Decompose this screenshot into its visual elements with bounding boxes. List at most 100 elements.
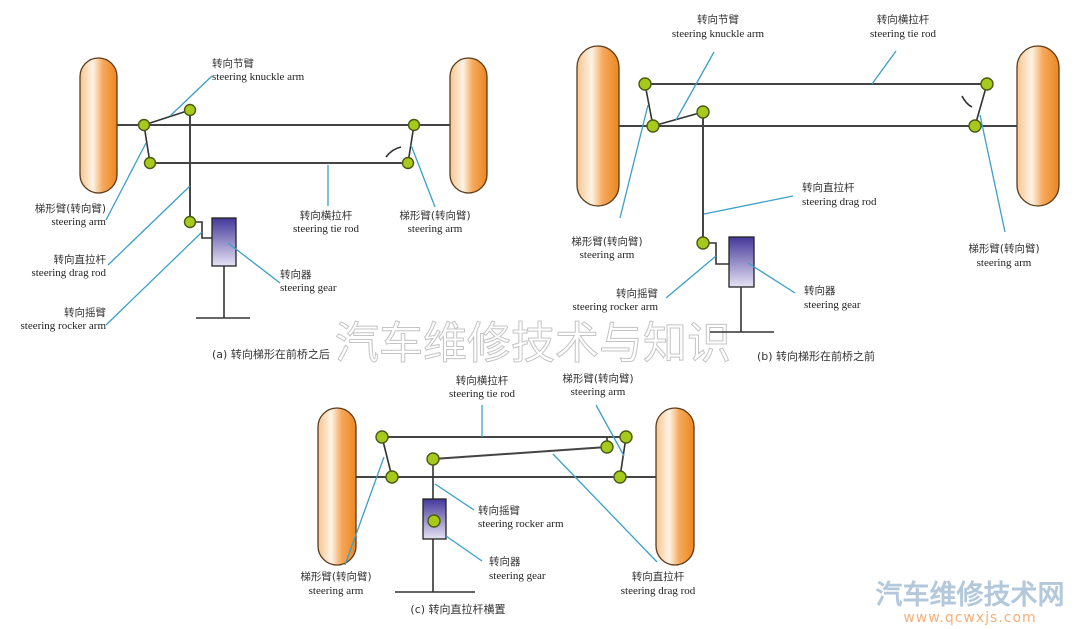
joint	[407, 118, 421, 132]
label-tie-rod-zh: 转向横拉杆	[456, 374, 509, 387]
joint	[183, 215, 197, 229]
label-rocker-arm-en: steering rocker arm	[572, 301, 658, 313]
joint	[638, 77, 652, 91]
label-drag-rod-en: steering drag rod	[621, 585, 696, 597]
label-steering-arm-right-zh: 梯形臂(转向臂)	[968, 242, 1039, 255]
label-gear-zh: 转向器	[489, 555, 521, 568]
label-knuckle-arm-en: steering knuckle arm	[212, 71, 305, 83]
joint	[375, 430, 389, 444]
left-steering-arm	[644, 83, 654, 127]
label-rocker-arm-zh: 转向摇臂	[64, 306, 106, 319]
label-steering-arm-left-zh: 梯形臂(转向臂)	[300, 570, 371, 583]
center-watermark: 汽车维修技术与知识	[335, 318, 731, 369]
label-knuckle-arm-zh: 转向节臂	[697, 13, 739, 26]
turning-arc	[961, 95, 973, 108]
label-gear-en: steering gear	[489, 570, 546, 582]
label-tie-rod-en: steering tie rod	[293, 223, 359, 235]
label-gear-zh: 转向器	[280, 268, 312, 281]
label-drag-rod-zh: 转向直拉杆	[802, 181, 855, 194]
label-tie-rod-en: steering tie rod	[870, 28, 936, 40]
joint	[980, 77, 994, 91]
label-steering-arm-left-en: steering arm	[51, 216, 106, 228]
label-steering-arm-right-en: steering arm	[408, 223, 463, 235]
leader-line	[344, 456, 385, 566]
label-drag-rod-zh: 转向直拉杆	[54, 253, 107, 266]
left-wheel	[317, 407, 357, 566]
joint	[619, 430, 633, 444]
joint	[385, 470, 399, 484]
leader-line	[665, 255, 717, 299]
leader-line	[105, 142, 147, 221]
label-steering-arm-left-en: steering arm	[309, 585, 364, 597]
right-wheel	[449, 57, 488, 194]
left-steering-arm	[381, 436, 393, 478]
label-steering-arm-left-en: steering arm	[580, 249, 635, 261]
steering-gear	[728, 236, 755, 288]
drag-rod	[432, 446, 608, 460]
joint	[137, 118, 151, 132]
leader-line	[979, 114, 1006, 233]
label-steering-arm-top-zh: 梯形臂(转向臂)	[562, 372, 633, 385]
joint	[646, 119, 660, 133]
left-steering-arm	[143, 124, 151, 164]
right-steering-arm	[407, 124, 415, 164]
label-knuckle-arm-zh: 转向节臂	[212, 57, 254, 70]
leader-line	[595, 404, 625, 457]
diagram-a: 转向节臂 steering knuckle arm 梯形臂(转向臂) steer…	[20, 57, 488, 361]
leader-line	[552, 453, 658, 563]
label-tie-rod-zh: 转向横拉杆	[877, 13, 930, 26]
joint	[143, 156, 157, 170]
url-watermark: www.qcwxjs.com	[903, 610, 1036, 626]
joint	[401, 156, 415, 170]
leader-line	[445, 535, 483, 562]
label-rocker-arm-en: steering rocker arm	[20, 320, 106, 332]
left-wheel	[576, 45, 620, 207]
right-wheel	[655, 407, 695, 566]
label-steering-arm-top-en: steering arm	[571, 386, 626, 398]
right-steering-arm	[619, 436, 627, 478]
joint	[183, 103, 197, 117]
label-tie-rod-en: steering tie rod	[449, 388, 515, 400]
label-drag-rod-en: steering drag rod	[802, 196, 877, 208]
leader-line	[107, 185, 191, 266]
caption-c: (c) 转向直拉杆横置	[410, 602, 505, 616]
joint	[613, 470, 627, 484]
joint	[427, 514, 441, 528]
joint	[696, 105, 710, 119]
leader-line	[675, 51, 715, 121]
label-tie-rod-zh: 转向横拉杆	[300, 209, 353, 222]
leader-line	[703, 195, 794, 215]
leader-line	[434, 483, 475, 511]
steering-gear	[211, 217, 237, 267]
knuckle-arm	[143, 109, 191, 126]
label-gear-zh: 转向器	[804, 284, 836, 297]
joint	[968, 119, 982, 133]
right-steering-arm	[974, 83, 988, 127]
caption-a: (a) 转向梯形在前桥之后	[212, 347, 330, 361]
leader-line	[227, 242, 281, 284]
label-gear-en: steering gear	[280, 282, 337, 294]
leader-line	[105, 231, 203, 326]
joint	[426, 452, 440, 466]
label-drag-rod-zh: 转向直拉杆	[632, 570, 685, 583]
label-steering-arm-right-zh: 梯形臂(转向臂)	[399, 209, 470, 222]
turning-arc	[385, 146, 402, 158]
label-drag-rod-en: steering drag rod	[31, 267, 106, 279]
label-steering-arm-right-en: steering arm	[977, 257, 1032, 269]
joint	[600, 440, 614, 454]
knuckle-arm	[652, 111, 704, 127]
leader-line	[747, 262, 796, 294]
right-wheel	[1016, 45, 1060, 207]
label-steering-arm-left-zh: 梯形臂(转向臂)	[571, 235, 642, 248]
leader-line	[169, 75, 213, 117]
leader-line	[871, 50, 897, 85]
label-rocker-arm-en: steering rocker arm	[478, 518, 564, 530]
label-rocker-arm-zh: 转向摇臂	[616, 287, 658, 300]
caption-b: (b) 转向梯形在前桥之前	[757, 349, 875, 363]
label-steering-arm-left-zh: 梯形臂(转向臂)	[35, 202, 106, 215]
diagram-b: 转向节臂 steering knuckle arm 转向横拉杆 steering…	[571, 13, 1060, 363]
joint	[696, 236, 710, 250]
label-rocker-arm-zh: 转向摇臂	[478, 504, 520, 517]
diagram-c: 转向横拉杆 steering tie rod 梯形臂(转向臂) steering…	[300, 372, 695, 616]
